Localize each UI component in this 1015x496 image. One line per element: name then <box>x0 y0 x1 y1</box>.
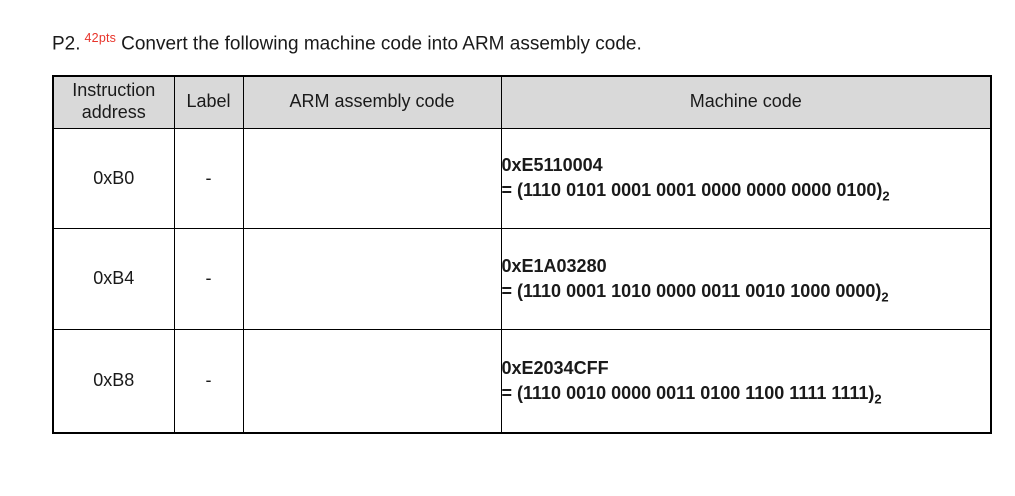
assembly-cell <box>242 328 502 434</box>
assembly-cell <box>242 227 502 330</box>
problem-statement: Convert the following machine code into … <box>121 33 642 55</box>
points-badge: 42pts <box>84 31 117 45</box>
binary-base-subscript: 2 <box>874 391 882 407</box>
header-arm-assembly: ARM assembly code <box>242 75 502 129</box>
problem-number: P2. <box>52 33 81 55</box>
binary-value: = (1110 0010 0000 0011 0100 1100 1111 11… <box>501 382 875 403</box>
machine-code-cell: 0xE2034CFF = (1110 0010 0000 0011 0100 1… <box>500 328 992 434</box>
header-instruction-address: Instruction address <box>52 75 175 129</box>
machine-binary: = (1110 0101 0001 0001 0000 0000 0000 01… <box>501 178 990 204</box>
machine-binary: = (1110 0010 0000 0011 0100 1100 1111 11… <box>501 381 990 407</box>
binary-value: = (1110 0001 1010 0000 0011 0010 1000 00… <box>501 280 882 301</box>
header-machine-code: Machine code <box>500 75 992 129</box>
table-row: 0xB8 - 0xE2034CFF = (1110 0010 0000 0011… <box>52 328 992 434</box>
machine-code-cell: 0xE1A03280 = (1110 0001 1010 0000 0011 0… <box>500 227 992 330</box>
table-row: 0xB4 - 0xE1A03280 = (1110 0001 1010 0000… <box>52 227 992 330</box>
table-row: 0xB0 - 0xE5110004 = (1110 0101 0001 0001… <box>52 127 992 229</box>
assembly-cell <box>242 127 502 229</box>
machine-hex: 0xE5110004 <box>501 155 603 175</box>
machine-binary: = (1110 0001 1010 0000 0011 0010 1000 00… <box>501 279 990 305</box>
binary-value: = (1110 0101 0001 0001 0000 0000 0000 01… <box>501 180 883 200</box>
address-cell: 0xB0 <box>52 127 175 229</box>
address-cell: 0xB4 <box>52 227 175 330</box>
machine-hex: 0xE2034CFF <box>501 357 609 378</box>
machine-code-table: Instruction address Label ARM assembly c… <box>52 75 992 434</box>
header-label: Label <box>173 75 244 129</box>
binary-base-subscript: 2 <box>881 289 889 305</box>
label-cell: - <box>173 227 244 330</box>
machine-hex: 0xE1A03280 <box>501 255 607 276</box>
table-header-row: Instruction address Label ARM assembly c… <box>52 75 992 129</box>
binary-base-subscript: 2 <box>882 188 890 204</box>
machine-code-cell: 0xE5110004 = (1110 0101 0001 0001 0000 0… <box>500 127 992 229</box>
page-title: P2.42pts Convert the following machine co… <box>52 31 642 55</box>
address-cell: 0xB8 <box>52 328 175 434</box>
label-cell: - <box>173 328 244 434</box>
label-cell: - <box>173 127 244 229</box>
